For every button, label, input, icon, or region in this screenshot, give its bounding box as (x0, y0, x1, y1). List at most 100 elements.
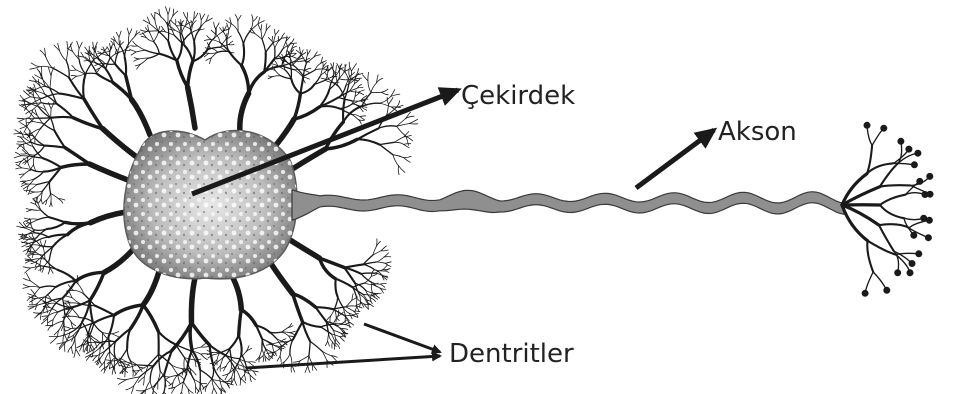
dendrite-segment (159, 354, 161, 370)
dendrite-segment (31, 170, 43, 172)
dendrite-segment (342, 321, 347, 324)
axon-label: Akson (718, 117, 797, 147)
dendrite-segment (182, 382, 184, 392)
dendrite-segment (379, 126, 397, 128)
dendrite-segment (65, 222, 90, 223)
dendrite-segment (77, 41, 79, 48)
dendrite-segment (259, 349, 262, 356)
dendrite-segment (335, 297, 338, 309)
dendrite-segment (59, 321, 63, 330)
dendrite-segment (338, 297, 344, 308)
dendrite-segment (72, 76, 77, 79)
dendrite-segment (36, 237, 48, 241)
dendrite-segment (300, 356, 309, 361)
synaptic-bouton (911, 162, 917, 168)
dendrite-segment (361, 273, 374, 274)
dendrite-segment (291, 79, 300, 94)
dendrite-segment (35, 200, 36, 205)
dendrite-segment (24, 219, 29, 221)
dendrite-segment (143, 305, 158, 331)
dendrite-segment (47, 194, 51, 201)
dendrite-segment (47, 222, 65, 229)
dendrite-segment (336, 279, 353, 288)
dendrite-segment (248, 362, 255, 363)
dendrite-segment (201, 14, 205, 20)
dendrite-segment (230, 335, 239, 349)
dendrite-segment (384, 271, 389, 273)
dendrite-segment (239, 310, 242, 335)
dendrite-segment (332, 342, 333, 348)
dendrite-segment (248, 362, 254, 366)
dendrite-segment (68, 42, 72, 49)
dendrite-segment (50, 337, 57, 344)
dendrite-segment (30, 191, 35, 192)
synaptic-bouton (927, 173, 933, 179)
dendrite-segment (84, 61, 89, 62)
dendrite-segment (371, 83, 377, 93)
dendrite-segment (50, 76, 51, 89)
dendrite-segment (28, 241, 37, 244)
dendrite-segment (18, 136, 24, 137)
dendrite-segment (350, 72, 355, 76)
dendrite-segment (266, 42, 274, 52)
dendrite-segment (357, 139, 380, 144)
synaptic-bouton (864, 122, 870, 128)
dendrite-segment (258, 25, 261, 31)
dendrite-segment (34, 254, 43, 255)
dendrite-segment (54, 131, 65, 148)
dendrite-segment (346, 307, 354, 311)
dendrite-segment (363, 75, 368, 81)
dendrite-segment (334, 331, 342, 334)
synaptic-bouton (862, 290, 868, 296)
dendrite-segment (26, 209, 32, 210)
dendrite-segment (333, 63, 334, 69)
dendrite-segment (16, 168, 22, 169)
dendrite-segment (393, 155, 404, 158)
dendrite-segment (134, 58, 139, 59)
dendrite-segment (238, 31, 243, 44)
dendrite-segment (130, 49, 137, 52)
dendrite-segment (64, 327, 71, 329)
dendrite-segment (204, 40, 211, 41)
dendrite-segment (334, 343, 335, 350)
dendrite-segment (262, 31, 266, 40)
dendrite-segment (37, 255, 43, 261)
dendrite-segment (137, 365, 154, 366)
nucleus-label: Çekirdek (461, 81, 575, 111)
dendrite-segment (123, 368, 124, 374)
dendrite-segment (43, 158, 62, 167)
dendrite-segment (114, 342, 115, 358)
dendrite-segment (200, 386, 202, 394)
dendrite-segment (294, 94, 300, 120)
dendrite-segment (359, 302, 360, 307)
dendrite-segment (150, 381, 153, 391)
dendrite-segment (22, 240, 28, 243)
dendrite-segment (79, 49, 80, 60)
dendrite-segment (94, 315, 114, 323)
dendrite-segment (409, 119, 417, 123)
dendrite-segment (239, 335, 242, 354)
terminal-branch (880, 185, 910, 187)
dendrite-segment (393, 155, 399, 166)
dendrite-segment (48, 268, 50, 274)
dendrite-segment (83, 344, 84, 352)
dendrite-segment (31, 202, 36, 204)
dendrite-segment (282, 328, 289, 333)
dendrite-segment (261, 30, 262, 39)
dendrite-segment (85, 47, 89, 53)
dendrite-segment (103, 129, 138, 158)
dendrite-segment (232, 276, 241, 310)
dendrite-segment (328, 341, 330, 346)
dendrite-segment (114, 367, 115, 374)
dendrite-segment (154, 33, 158, 41)
terminal-branch (880, 195, 905, 205)
dendrite-segment (310, 342, 322, 352)
dendrite-segment (355, 92, 359, 96)
dendrite-segment (210, 48, 217, 52)
dendrite-segment (34, 172, 44, 180)
dendrite-segment (191, 278, 195, 323)
dendrite-segment (162, 26, 166, 32)
dendrite-segment (355, 306, 357, 311)
dendrite-segment (95, 306, 114, 316)
